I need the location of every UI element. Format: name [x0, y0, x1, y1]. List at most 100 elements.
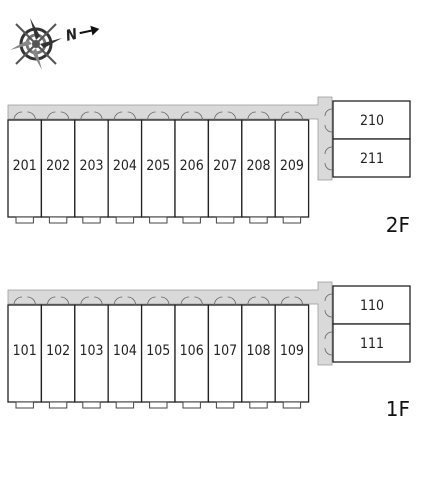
door-swing-icon — [294, 111, 303, 121]
unit-210[interactable]: 210 — [324, 100, 411, 140]
door-swing-icon — [47, 296, 56, 306]
door-swing-icon — [60, 111, 70, 121]
unit-102[interactable]: 102 — [40, 296, 76, 409]
unit-number: 204 — [113, 158, 137, 174]
door-swing-icon — [324, 293, 333, 302]
door-swing-icon — [261, 111, 270, 121]
balcony — [115, 216, 135, 224]
door-swing-icon — [113, 111, 123, 121]
door-swing-icon — [113, 296, 123, 306]
balcony — [15, 216, 34, 224]
floor-label: 1F — [386, 397, 410, 421]
unit-outline — [74, 304, 109, 403]
door-swing-icon — [214, 111, 223, 121]
unit-204[interactable]: 204 — [107, 111, 143, 224]
door-swing-icon — [227, 296, 237, 306]
unit-outline — [174, 119, 210, 218]
unit-207[interactable]: 207 — [207, 111, 243, 224]
balcony — [249, 216, 268, 224]
door-swing-icon — [80, 111, 89, 121]
door-swing-icon — [294, 296, 303, 306]
unit-outline — [7, 119, 43, 218]
unit-outline — [140, 304, 176, 403]
balcony — [282, 401, 302, 409]
unit-111[interactable]: 111 — [324, 323, 411, 363]
unit-outline — [274, 119, 310, 218]
unit-number: 104 — [113, 343, 137, 359]
unit-number: 201 — [13, 158, 37, 174]
corridor — [7, 281, 333, 366]
door-swing-icon — [13, 296, 23, 306]
door-swing-icon — [27, 296, 36, 306]
unit-108[interactable]: 108 — [241, 296, 276, 409]
door-swing-icon — [324, 309, 333, 318]
unit-209[interactable]: 209 — [274, 111, 310, 224]
unit-202[interactable]: 202 — [40, 111, 76, 224]
unit-number: 209 — [280, 158, 304, 174]
north-label: N — [64, 25, 79, 45]
balcony — [15, 401, 34, 409]
unit-number: 202 — [46, 158, 70, 174]
unit-outline — [332, 323, 411, 363]
unit-106[interactable]: 106 — [174, 296, 210, 409]
unit-109[interactable]: 109 — [274, 296, 310, 409]
unit-103[interactable]: 103 — [74, 296, 109, 409]
unit-107[interactable]: 107 — [207, 296, 243, 409]
unit-number: 208 — [246, 158, 270, 174]
unit-outline — [274, 304, 310, 403]
unit-number: 205 — [146, 158, 170, 174]
unit-206[interactable]: 206 — [174, 111, 210, 224]
unit-number: 210 — [360, 113, 384, 129]
door-swing-icon — [160, 111, 170, 121]
door-swing-icon — [47, 111, 56, 121]
unit-208[interactable]: 208 — [241, 111, 276, 224]
north-arrow-icon: N — [64, 25, 100, 45]
unit-outline — [332, 285, 411, 325]
unit-101[interactable]: 101 — [7, 296, 43, 409]
door-swing-icon — [280, 111, 290, 121]
door-swing-icon — [324, 124, 333, 133]
door-swing-icon — [27, 111, 36, 121]
unit-outline — [241, 304, 276, 403]
door-swing-icon — [324, 162, 333, 171]
unit-number: 106 — [180, 343, 204, 359]
unit-201[interactable]: 201 — [7, 111, 43, 224]
door-swing-icon — [214, 296, 223, 306]
balcony — [215, 401, 235, 409]
unit-205[interactable]: 205 — [140, 111, 176, 224]
door-swing-icon — [247, 296, 256, 306]
door-swing-icon — [147, 111, 156, 121]
unit-104[interactable]: 104 — [107, 296, 143, 409]
unit-number: 203 — [79, 158, 103, 174]
door-swing-icon — [127, 111, 136, 121]
unit-211[interactable]: 211 — [324, 138, 411, 178]
door-swing-icon — [280, 296, 290, 306]
unit-number: 101 — [13, 343, 37, 359]
balcony — [149, 401, 168, 409]
unit-number: 103 — [79, 343, 103, 359]
balcony — [282, 216, 302, 224]
unit-110[interactable]: 110 — [324, 285, 411, 325]
unit-203[interactable]: 203 — [74, 111, 109, 224]
balcony — [82, 401, 101, 409]
unit-number: 108 — [246, 343, 270, 359]
unit-number: 207 — [213, 158, 237, 174]
door-swing-icon — [227, 111, 237, 121]
door-swing-icon — [324, 331, 333, 340]
unit-number: 107 — [213, 343, 237, 359]
door-swing-icon — [324, 108, 333, 117]
door-swing-icon — [194, 111, 203, 121]
door-swing-icon — [94, 296, 103, 306]
door-swing-icon — [160, 296, 170, 306]
unit-number: 110 — [360, 298, 384, 314]
balcony — [115, 401, 135, 409]
door-swing-icon — [180, 296, 190, 306]
unit-105[interactable]: 105 — [140, 296, 176, 409]
door-swing-icon — [247, 111, 256, 121]
door-swing-icon — [180, 111, 190, 121]
balcony — [215, 216, 235, 224]
door-swing-icon — [13, 111, 23, 121]
